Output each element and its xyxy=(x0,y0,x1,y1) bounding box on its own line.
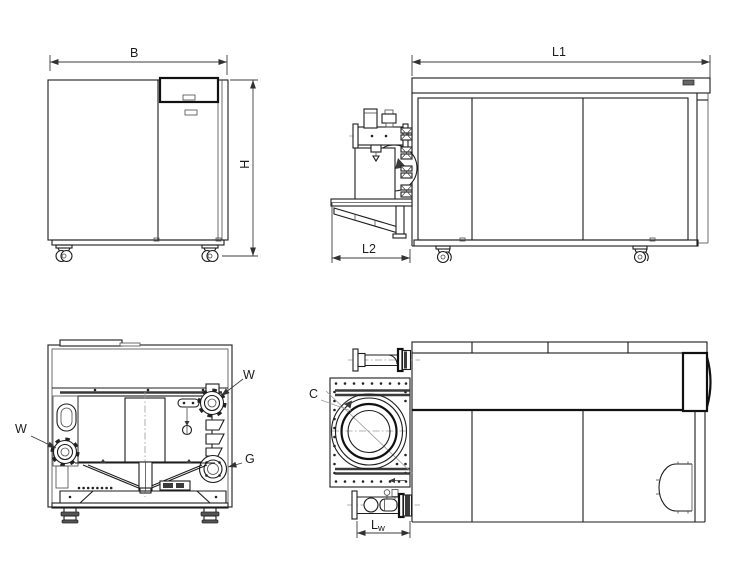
dim-label-lw: Lw xyxy=(371,518,385,534)
inlet-port-outer-ring xyxy=(330,393,408,470)
inlet-flange-plate xyxy=(325,377,414,488)
caster-rear-left xyxy=(60,508,80,524)
side-view xyxy=(330,55,711,264)
top-pipe xyxy=(348,347,420,373)
slot-detail xyxy=(177,398,200,408)
latch-detail xyxy=(682,79,695,86)
top-tab xyxy=(59,339,123,347)
dim-label-l1: L1 xyxy=(552,45,566,59)
side-top-band xyxy=(411,77,711,94)
caster-front-left xyxy=(55,244,73,263)
leader-g xyxy=(227,461,243,468)
dim-label-l2: L2 xyxy=(362,242,376,256)
dim-label-b: B xyxy=(130,46,139,60)
caster-side-front xyxy=(435,245,452,264)
base-truss xyxy=(55,459,227,504)
caster-front-right xyxy=(201,244,219,263)
caster-side-rear xyxy=(632,245,649,264)
front-view xyxy=(47,55,258,263)
port-label-w-right: W xyxy=(243,368,255,382)
port-label-g: G xyxy=(245,452,255,466)
plan-top-band xyxy=(411,341,708,354)
water-port-left xyxy=(50,395,80,467)
end-cap xyxy=(681,351,709,413)
front-top-box xyxy=(158,76,220,104)
leader-c xyxy=(320,399,352,412)
water-port-right xyxy=(197,383,227,418)
inlet-assembly xyxy=(330,108,418,239)
rear-view xyxy=(30,339,244,524)
valve-actuator xyxy=(381,113,397,124)
front-cabinet-outline xyxy=(47,79,229,241)
leader-w-left xyxy=(30,435,57,449)
port-label-c: C xyxy=(309,387,319,401)
d-cutout xyxy=(656,461,693,514)
inlet-pipe xyxy=(357,126,405,146)
bottom-pipe xyxy=(347,489,420,520)
port-label-w-left: W xyxy=(15,422,27,436)
inlet-port-inner-ring xyxy=(340,402,398,461)
plan-view xyxy=(320,341,712,538)
flange-column xyxy=(400,127,413,198)
side-panels xyxy=(417,97,689,241)
support-strut xyxy=(333,207,399,234)
dim-label-h: H xyxy=(236,159,251,169)
vent-slot xyxy=(182,94,196,101)
gas-port xyxy=(198,454,228,484)
caster-rear-right xyxy=(200,508,220,524)
cylinder-fitting xyxy=(363,108,378,129)
vent-slot xyxy=(184,109,198,116)
leader-w-right xyxy=(220,378,244,397)
